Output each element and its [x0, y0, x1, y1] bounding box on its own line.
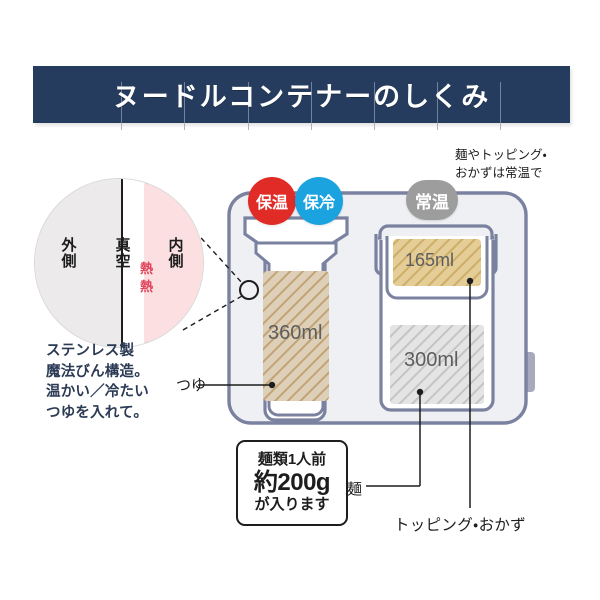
- banner-divider: [184, 82, 185, 130]
- thermos-caption: ステンレス製 魔法びん構造。 温かい／冷たい つゆを入れて。: [46, 343, 149, 421]
- magnifier-ring: [34, 178, 204, 348]
- header-banner: ヌードルコンテナーのしくみ: [33, 66, 570, 130]
- badge-room-temp: 常温: [406, 180, 458, 220]
- label-heat-upper: 熱: [140, 261, 154, 276]
- soup-fill-360ml: [263, 271, 329, 401]
- layer-outside: [35, 179, 121, 347]
- banner-divider: [248, 82, 249, 130]
- noodle-fill-300ml: [390, 325, 484, 404]
- leader-dot-tsuyu: [268, 381, 276, 389]
- page-title: ヌードルコンテナーのしくみ: [112, 82, 491, 112]
- label-vacuum: 真空: [115, 237, 131, 270]
- banner-divider: [500, 82, 501, 130]
- label-tsuyu: つゆ: [176, 377, 207, 394]
- capacity-line-3: が入ります: [254, 496, 330, 514]
- label-topping: トッピング・おかず: [394, 517, 526, 534]
- badge-keep-warm: 保温: [248, 177, 296, 225]
- capacity-line-2: 約200g: [253, 468, 331, 496]
- topping-fill-165ml: [393, 239, 481, 286]
- label-heat-lower: 熱: [140, 279, 154, 294]
- capacity-line-1: 麺類1人前: [257, 450, 327, 468]
- tray-rim-top: [378, 224, 494, 240]
- cross-section-magnifier: 外側 真空 内側 熱 熱: [34, 178, 204, 348]
- label-men: 麺: [347, 481, 363, 498]
- volume-label-topping: 165ml: [405, 250, 455, 270]
- badge-keep-cold: 保冷: [295, 177, 343, 225]
- banner-divider: [437, 82, 438, 130]
- magnifier-focus-marker: [239, 280, 259, 300]
- banner-divider: [311, 82, 312, 130]
- label-outside: 外側: [61, 237, 77, 270]
- leader-dot-topping: [466, 277, 474, 285]
- magnifier-leader-upper: [182, 217, 244, 285]
- layer-inside: [144, 179, 203, 347]
- label-inside: 内側: [168, 237, 184, 270]
- volume-label-noodle: 300ml: [404, 349, 459, 371]
- room-temp-note: 麺やトッピング・ おかずは常温で: [455, 148, 547, 181]
- capacity-callout-box: 麺類1人前 約200g が入ります: [236, 440, 348, 526]
- volume-label-soup: 360ml: [268, 322, 323, 344]
- banner-divider: [374, 82, 375, 130]
- leader-dot-men: [416, 388, 424, 396]
- banner-divider: [121, 82, 122, 130]
